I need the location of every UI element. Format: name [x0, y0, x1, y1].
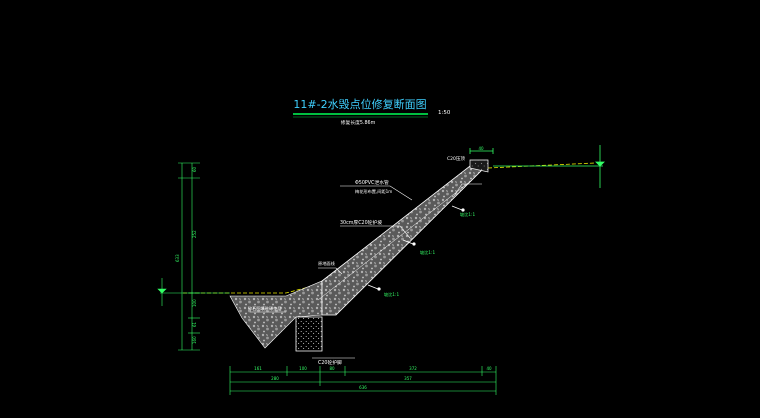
- drawing-subtitle: 修复长度5.86m: [341, 119, 376, 126]
- rubble-backfill: [229, 280, 323, 349]
- leader-lines: [250, 183, 482, 359]
- existing-ground-right: [487, 162, 596, 169]
- label-original-ground: 原地面线: [318, 260, 336, 267]
- dim-bottom-7: 357: [404, 376, 412, 381]
- label-c20-concrete: 30cm厚C20砼护坡: [340, 219, 382, 226]
- label-slope-1: 坡比1:1: [460, 211, 475, 218]
- drain-pipes: [367, 205, 463, 290]
- dim-left-3: 100: [192, 299, 197, 307]
- bottom-dimension-lines: [229, 366, 497, 395]
- label-c20-toe: C20砼护脚: [318, 359, 342, 366]
- label-drain-spacing: 梅花形布置,间距1m: [355, 188, 392, 195]
- dim-left-total: 633: [175, 254, 180, 262]
- dim-top-right: 40: [478, 146, 484, 151]
- dim-bottom-3: 80: [329, 366, 335, 371]
- drawing-title: 11#-2水毁点位修复断面图: [293, 97, 426, 111]
- dim-left-2: 252: [192, 230, 197, 238]
- c20-toe-block: [295, 316, 323, 352]
- dim-left-4: 61: [192, 321, 197, 327]
- dim-bottom-5: 40: [486, 366, 492, 371]
- left-dimension-labels: 60 252 100 61 160 633: [175, 166, 197, 344]
- label-c20-cap: C20压顶: [447, 156, 465, 162]
- c20-cap: [469, 159, 489, 173]
- left-dimension-lines: [157, 162, 230, 351]
- right-elevation-marker: [469, 145, 605, 188]
- label-pvc-drain: Φ50PVC泄水管: [355, 179, 389, 186]
- dim-bottom-total: 636: [359, 385, 367, 390]
- dim-bottom-6: 280: [271, 376, 279, 381]
- label-foundation-fill: 碎石回填砂砾垫层: [248, 305, 282, 312]
- drawing-scale: 1:50: [438, 110, 451, 116]
- dim-left-1: 60: [192, 166, 197, 172]
- concrete-revetment: [321, 165, 485, 316]
- dim-bottom-4: 372: [409, 366, 417, 371]
- bottom-dimension-labels: 161 100 80 372 40 280 357 636: [254, 366, 492, 390]
- dim-bottom-1: 161: [254, 366, 262, 371]
- dim-left-5: 160: [192, 336, 197, 344]
- label-slope-2: 坡比1:1: [420, 249, 435, 256]
- label-slope-3: 坡比1:1: [384, 291, 399, 298]
- drain-pipe-markers: [377, 208, 465, 291]
- revetment-inner-line: [317, 179, 473, 301]
- dim-bottom-2: 100: [299, 366, 307, 371]
